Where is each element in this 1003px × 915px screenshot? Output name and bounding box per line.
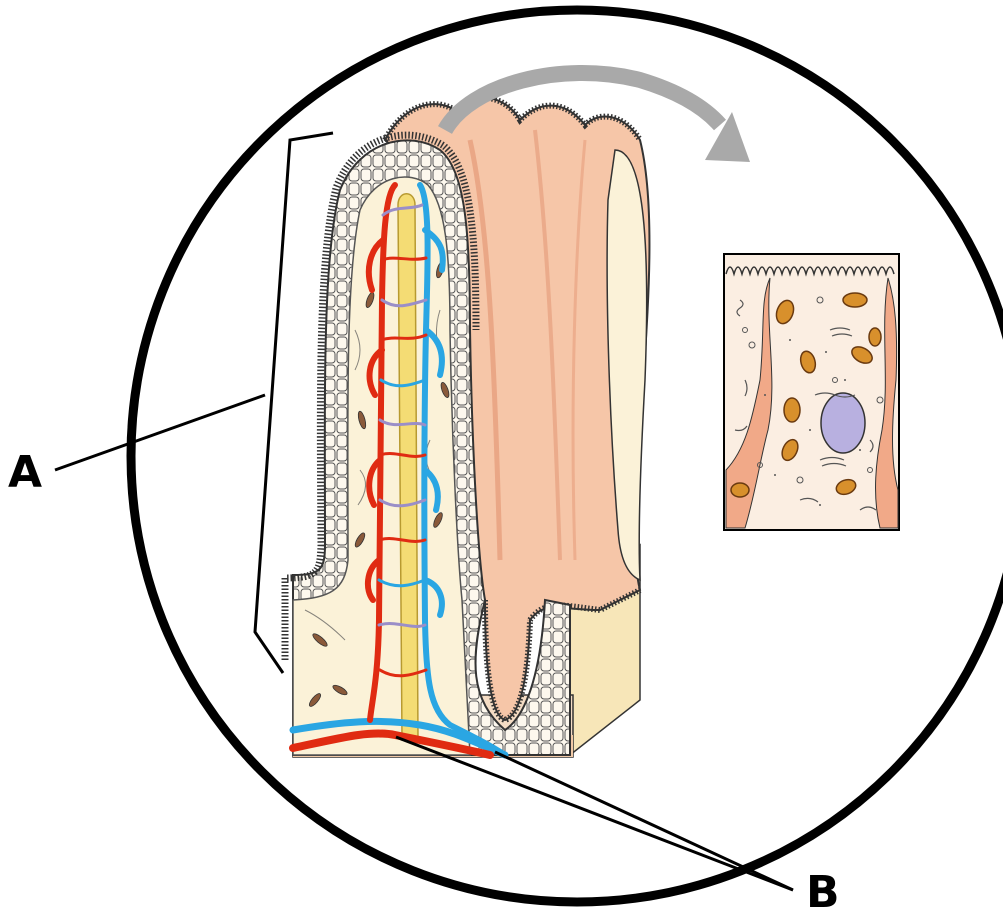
lacteal bbox=[398, 194, 418, 740]
epithelial-cell-inset bbox=[724, 254, 899, 530]
villus bbox=[285, 98, 649, 757]
label-a: A bbox=[8, 447, 42, 498]
label-b: B bbox=[806, 867, 840, 915]
nucleus bbox=[821, 393, 865, 453]
